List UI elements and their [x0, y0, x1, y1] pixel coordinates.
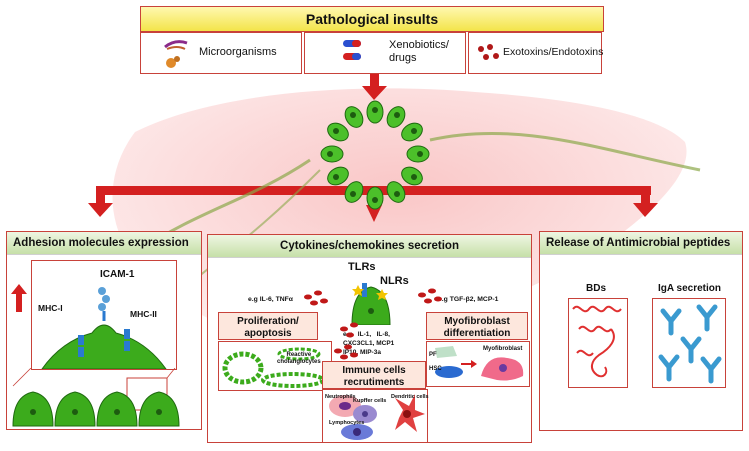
antibody-icon	[658, 304, 722, 384]
iga-box	[652, 298, 726, 388]
cytokines-panel: Cytokines/chemokines secretion TLRs NLRs…	[207, 234, 532, 443]
nlrs-label: NLRs	[380, 275, 409, 287]
pill-icon	[343, 40, 361, 60]
insult-xenobiotics-label: Xenobiotics/ drugs	[389, 39, 449, 64]
kupffer-label: Kupffer cells	[353, 398, 387, 404]
insult-xenobiotics: Xenobiotics/ drugs	[304, 32, 466, 74]
cytokines-panel-title: Cytokines/chemokines secretion	[208, 235, 531, 258]
reactive-cholangiocytes-box: Reactive cholangiocytes	[218, 341, 332, 391]
cytokine-dots	[304, 288, 442, 360]
insult-toxins-label: Exotoxins/Endotoxins	[503, 46, 604, 58]
antimicrobial-panel-title: Release of Antimicrobial peptides	[540, 232, 742, 255]
cell-zoom-box: ICAM-1 MHC-I MHC-II	[31, 260, 177, 370]
antimicrobial-panel: Release of Antimicrobial peptides BDs Ig…	[539, 231, 743, 431]
insult-toxins: Exotoxins/Endotoxins	[468, 32, 604, 74]
adhesion-panel: Adhesion molecules expression ICAM-1 MHC…	[6, 231, 202, 430]
cell-surface-icon	[41, 287, 167, 369]
lymphocytes-label: Lymphocytes	[329, 420, 365, 426]
iga-label: IgA secretion	[658, 283, 721, 294]
pathological-insults-title: Pathological insults	[140, 6, 604, 32]
reactive-label: Reactive cholangiocytes	[277, 352, 321, 365]
icam-label: ICAM-1	[100, 269, 135, 280]
cholangiocyte-receptor-icon	[351, 283, 391, 325]
bds-label: BDs	[586, 283, 607, 294]
neutrophils-label: Neutrophils	[325, 394, 356, 400]
proliferation-title: Proliferation/ apoptosis	[218, 312, 318, 340]
eg-left-label: e.g IL-6, TNFα	[248, 296, 293, 303]
peptide-coil-icon	[572, 305, 622, 378]
insult-microorganisms: Microorganisms	[140, 32, 302, 74]
eg-right-label: e.g TGF-β2, MCP-1	[438, 296, 499, 303]
dendritic-label: Dendritic cells	[391, 394, 429, 400]
microorganism-icon	[164, 40, 188, 68]
pf-label: PF	[429, 352, 437, 358]
adhesion-panel-title: Adhesion molecules expression	[7, 232, 201, 255]
mhc2-label: MHC-II	[130, 309, 157, 319]
hsc-label: HSC	[429, 366, 442, 372]
fibroblast-icon	[435, 346, 524, 381]
immune-cells-icon	[329, 394, 425, 440]
toxin-dots-icon	[478, 44, 499, 60]
tlrs-label: TLRs	[348, 261, 376, 273]
immune-cells-box: Neutrophils Kupffer cells Dendritic cell…	[322, 389, 429, 443]
myofibroblast-title: Myofibroblast differentiation	[426, 312, 528, 340]
myofibroblast-label: Myofibroblast	[483, 346, 523, 352]
immune-cells-title: Immune cells recrutiments	[322, 361, 426, 389]
mhc1-label: MHC-I	[38, 303, 63, 313]
myofibroblast-box: PF HSC Myofibroblast	[426, 341, 530, 387]
bds-box	[568, 298, 628, 388]
epithelial-cells-row	[12, 368, 180, 427]
bile-duct-cell-ring	[320, 100, 430, 210]
insult-microorganisms-label: Microorganisms	[199, 46, 277, 58]
up-arrow-icon	[11, 284, 27, 312]
